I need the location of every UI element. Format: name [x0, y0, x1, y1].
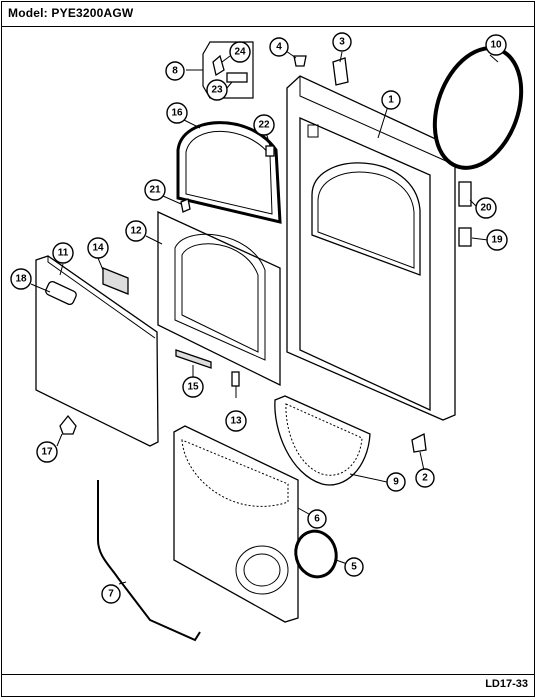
footer-divider: [1, 674, 535, 675]
foot-part: [59, 414, 77, 435]
callout-24: 24: [229, 41, 251, 63]
model-heading: Model: PYE3200AGW: [8, 6, 133, 20]
callout-11: 11: [52, 242, 74, 264]
door-liner-frame-part: [157, 210, 281, 387]
callout-8: 8: [165, 61, 185, 81]
callout-4: 4: [269, 37, 289, 57]
wire-harness-part: [97, 480, 201, 642]
callout-21-label: 21: [149, 185, 161, 196]
inner-door-frame-part: [176, 121, 282, 224]
seal-ring-part: [294, 529, 338, 579]
callout-10: 10: [485, 34, 507, 56]
callout-12-label: 12: [130, 226, 142, 237]
callout-20: 20: [475, 197, 497, 219]
callout-10-label: 10: [490, 40, 502, 51]
small-bracket-part: [411, 433, 427, 453]
callout-14-label: 14: [92, 243, 104, 254]
callout-18: 18: [10, 268, 32, 290]
callout-6-label: 6: [314, 514, 320, 525]
callout-19-label: 19: [491, 235, 503, 246]
callout-15-label: 15: [187, 382, 199, 393]
front-panel-part: [286, 75, 456, 421]
callout-17-label: 17: [41, 447, 53, 458]
callout-12: 12: [125, 220, 147, 242]
callout-4-label: 4: [276, 42, 282, 53]
callout-7: 7: [101, 584, 121, 604]
nameplate-part: [102, 267, 129, 295]
callout-3-label: 3: [339, 37, 345, 48]
callout-16-label: 16: [171, 108, 183, 119]
callout-11-label: 11: [58, 248, 69, 259]
callout-14: 14: [87, 237, 109, 259]
latch-strike-part: [265, 145, 275, 157]
model-label: Model:: [8, 6, 48, 20]
figure-code: LD17-33: [485, 678, 528, 690]
callout-16: 16: [166, 102, 188, 124]
callout-22: 22: [253, 114, 275, 136]
callout-5-label: 5: [351, 562, 357, 573]
callout-13-label: 13: [230, 416, 242, 427]
upper-hinge-part: [458, 181, 472, 207]
lower-hinge-part: [458, 227, 472, 247]
callout-5: 5: [344, 557, 364, 577]
callout-19: 19: [486, 229, 508, 251]
callout-24-label: 24: [234, 47, 246, 58]
door-strip-part: [175, 349, 212, 369]
model-number: PYE3200AGW: [51, 6, 134, 20]
callout-1-label: 1: [388, 95, 394, 106]
callout-23-label: 23: [211, 85, 223, 96]
callout-22-label: 22: [258, 120, 270, 131]
callout-15: 15: [182, 376, 204, 398]
header-divider: [1, 26, 535, 27]
callout-21: 21: [144, 179, 166, 201]
callout-2: 2: [415, 468, 435, 488]
door-handle-part: [45, 280, 77, 306]
callout-6: 6: [307, 509, 327, 529]
callout-8-label: 8: [172, 66, 178, 77]
callout-23: 23: [206, 79, 228, 101]
lower-duct-part: [173, 425, 299, 623]
callout-9-label: 9: [393, 477, 399, 488]
callout-2-label: 2: [422, 473, 428, 484]
callout-3: 3: [332, 32, 352, 52]
plug-part: [293, 55, 307, 67]
lint-screen-part: [274, 395, 371, 486]
hinge-clip-part: [231, 371, 240, 387]
bracket-part: [332, 57, 349, 86]
latch-kit-part: [202, 41, 254, 99]
callout-1: 1: [381, 90, 401, 110]
callout-20-label: 20: [480, 203, 492, 214]
callout-7-label: 7: [108, 589, 114, 600]
small-clip-part: [180, 198, 191, 213]
callout-13: 13: [225, 410, 247, 432]
callout-9: 9: [386, 472, 406, 492]
callout-17: 17: [36, 441, 58, 463]
callout-18-label: 18: [15, 274, 27, 285]
